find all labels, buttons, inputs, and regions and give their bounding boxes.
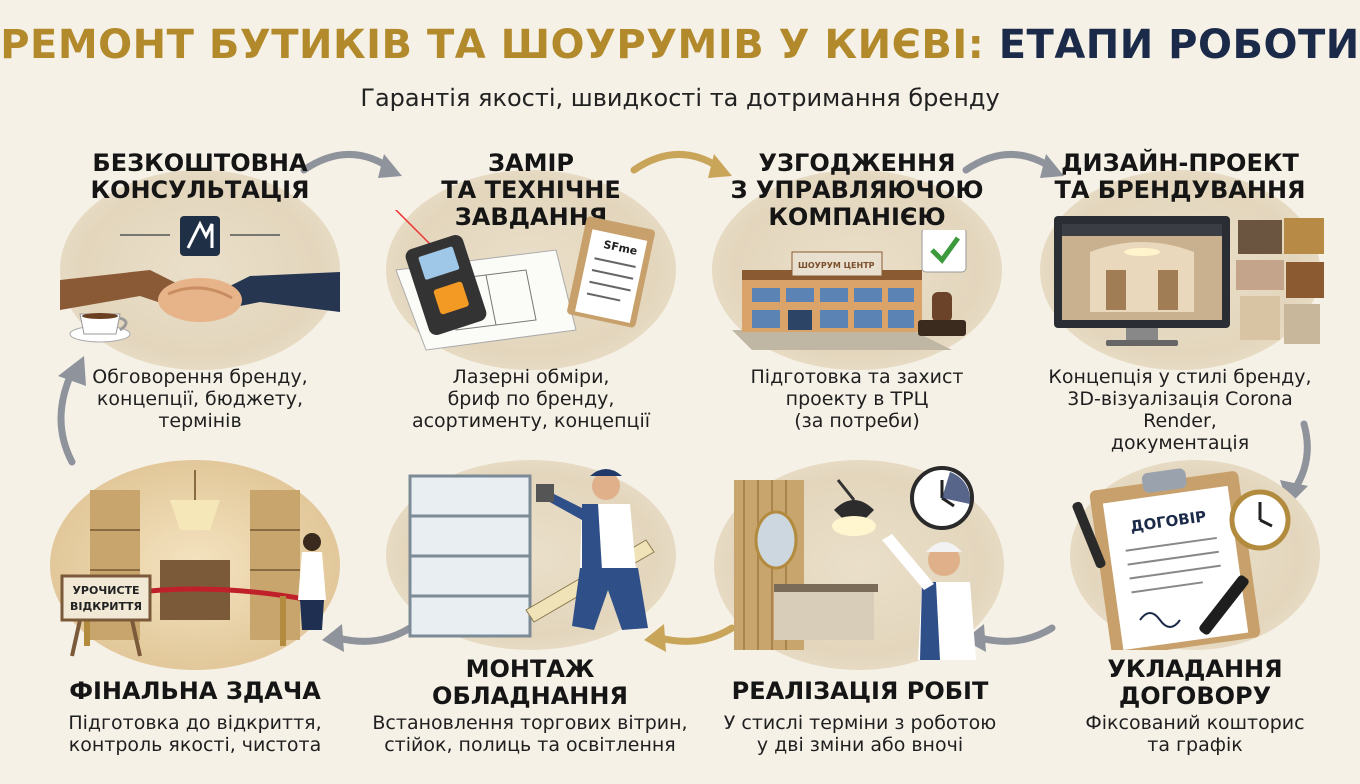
step-contract: ДОГОВІР УКЛАДАННЯ ДОГОВОРУ Фіксований ко… [1060,460,1330,770]
title-part-1: РЕМОНТ БУТИКІВ ТА ШОУРУМІВ У КИЄВІ: [0,22,985,68]
heading-line: ДИЗАЙН-ПРОЕКТ [1061,149,1299,177]
step-heading: УКЛАДАННЯ ДОГОВОРУ [1060,656,1330,710]
description-line: контроль якості, чистота [68,734,322,756]
heading-line: УЗГОДЖЕННЯ [758,149,956,177]
page-title: РЕМОНТ БУТИКІВ ТА ШОУРУМІВ У КИЄВІ: ЕТАП… [0,22,1360,68]
step-heading: РЕАЛІЗАЦІЯ РОБІТ [704,678,1016,705]
heading-line: ОБЛАДНАННЯ [432,682,628,710]
step-handover: УРОЧИСТЕ ВІДКРИТТЯ ФІНАЛЬНА ЗДАЧА Підгот… [40,460,350,770]
heading-line: ТА ТЕХНІЧНЕ [441,176,621,204]
arrow-icon [300,151,402,178]
opening-sign-line: ВІДКРИТТЯ [70,600,142,613]
step-consultation: БЕЗКОШТОВНА КОНСУЛЬТАЦІЯ Обговорення бре… [60,150,340,440]
step-design: ДИЗАЙН-ПРОЕКТ ТА БРЕНДУВАННЯ Концепція у… [1030,150,1330,454]
arrow-icon [644,624,736,652]
shelving-install-icon [408,469,655,638]
step-implementation: РЕАЛІЗАЦІЯ РОБІТ У стислі терміни з робо… [704,460,1016,770]
description-line: Концепція у стилі бренду, [1048,366,1312,388]
description-line: 3D-візуалізація Corona Render, [1067,388,1293,432]
step-description: Підготовка та захист проекту в ТРЦ (за п… [712,366,1002,432]
description-line: концепції, бюджету, [96,388,304,410]
description-line: бриф по бренду, [447,388,615,410]
description-line: документація [1110,432,1250,454]
description-line: Підготовка та захист [750,366,964,388]
description-line: стійок, полиць та освітлення [384,734,676,756]
description-line: Встановлення торгових вітрин, [372,712,688,734]
description-line: та графік [1147,734,1243,756]
heading-line: ДОГОВОРУ [1118,682,1272,710]
heading-line: РЕАЛІЗАЦІЯ РОБІТ [731,677,989,705]
heading-line: ТА БРЕНДУВАННЯ [1054,176,1306,204]
mall-building-icon: ШОУРУМ ЦЕНТР [732,230,967,350]
contract-icon: ДОГОВІР [1072,468,1291,650]
heading-line: ЗАВДАННЯ [454,203,608,231]
heading-line: З УПРАВЛЯЮЧОЮ [730,176,984,204]
step-approval: УЗГОДЖЕННЯ З УПРАВЛЯЮЧОЮ КОМПАНІЄЮ ШОУРУ… [712,150,1002,440]
step-heading: ФІНАЛЬНА ЗДАЧА [40,678,350,705]
heading-line: ФІНАЛЬНА ЗДАЧА [69,677,321,705]
step-description: Концепція у стилі бренду, 3D-візуалізаці… [1030,366,1330,454]
description-line: термінів [158,410,242,432]
description-line: Лазерні обміри, [452,366,610,388]
page-subtitle: Гарантія якості, швидкості та дотримання… [360,84,1000,112]
boutique-opening-icon: УРОЧИСТЕ ВІДКРИТТЯ [60,470,326,657]
title-part-2: ЕТАПИ РОБОТИ [998,22,1360,68]
heading-line: ЗАМІР [487,149,575,177]
design-monitor-icon [1054,216,1324,346]
handshake-icon [60,216,340,343]
step-description: Обговорення бренду, концепції, бюджету, … [60,366,340,432]
heading-line: МОНТАЖ [465,655,595,683]
description-line: Обговорення бренду, [92,366,308,388]
description-line: У стислі терміни з роботою [723,712,997,734]
step-heading: БЕЗКОШТОВНА КОНСУЛЬТАЦІЯ [60,150,340,204]
step-description: Підготовка до відкриття, контроль якості… [40,712,350,756]
step-description: Лазерні обміри, бриф по бренду, асортиме… [386,366,676,432]
arrow-icon [630,151,732,178]
arrow-icon [962,151,1064,178]
step-description: Встановлення торгових вітрин, стійок, по… [372,712,688,756]
step-heading: МОНТАЖ ОБЛАДНАННЯ [372,656,688,710]
heading-line: КОМПАНІЄЮ [768,203,946,231]
arrow-icon [964,624,1056,652]
arrow-icon [322,624,414,652]
step-heading: ДИЗАЙН-ПРОЕКТ ТА БРЕНДУВАННЯ [1030,150,1330,204]
step-installation: МОНТАЖ ОБЛАДНАННЯ Встановлення торгових … [372,460,688,770]
step-description: У стислі терміни з роботою у дві зміни а… [704,712,1016,756]
step-measurement: ЗАМІР ТА ТЕХНІЧНЕ ЗАВДАННЯ SFme Лазерні … [386,150,676,440]
description-line: проекту в ТРЦ [785,388,929,410]
heading-line: УКЛАДАННЯ [1107,655,1283,683]
description-line: Підготовка до відкриття, [68,712,322,734]
opening-sign-line: УРОЧИСТЕ [72,584,139,597]
heading-line: БЕЗКОШТОВНА [92,149,308,177]
description-line: (за потреби) [794,410,920,432]
arrow-icon [57,356,86,466]
laser-measure-icon: SFme [394,210,655,351]
step-description: Фіксований кошторис та графік [1060,712,1330,756]
description-line: у дві зміни або вночі [756,734,964,756]
building-sign: ШОУРУМ ЦЕНТР [798,261,875,270]
step-heading: ЗАМІР ТА ТЕХНІЧНЕ ЗАВДАННЯ [386,150,676,231]
step-heading: УЗГОДЖЕННЯ З УПРАВЛЯЮЧОЮ КОМПАНІЄЮ [712,150,1002,231]
description-line: Фіксований кошторис [1085,712,1305,734]
description-line: асортименту, концепції [411,410,651,432]
worker-lamp-icon [734,466,976,660]
heading-line: КОНСУЛЬТАЦІЯ [90,176,310,204]
